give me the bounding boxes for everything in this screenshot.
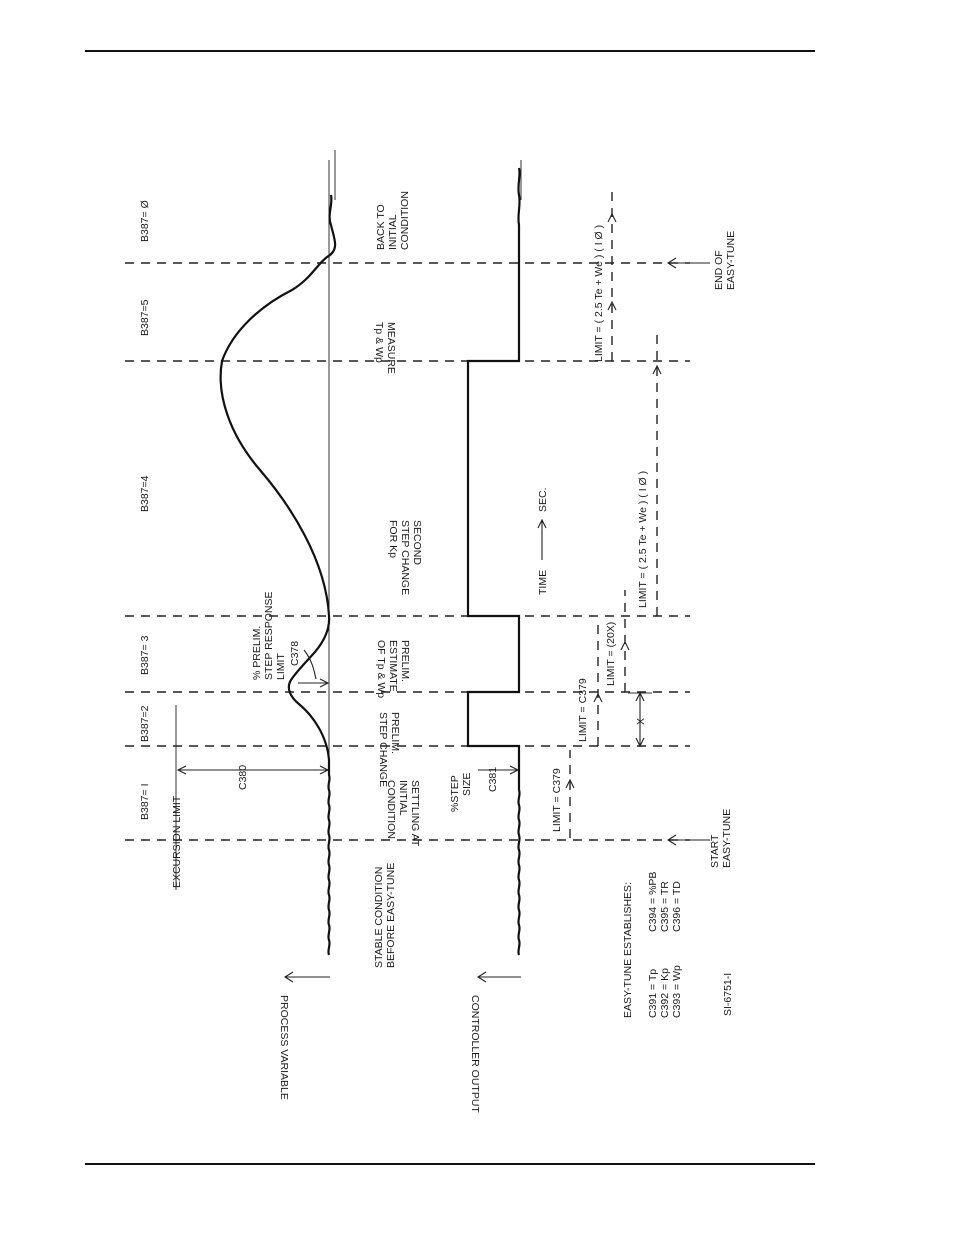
c378-leader-line (303, 649, 317, 680)
x-arrowhead-bottom (635, 737, 645, 748)
process-variable-curve (219, 194, 337, 956)
prelim-step-line-1: PRELIM. (389, 712, 401, 754)
stage-label-1: B387= I (139, 784, 151, 821)
legend-c392: C392 = Kp (659, 968, 671, 1018)
c380-label: C380 (237, 765, 249, 790)
end-line-1: END OF (713, 250, 725, 290)
settling-line-3: CONDITION (385, 780, 397, 839)
prelim-step-line-2: STEP CHANGE (377, 712, 389, 787)
prelim-estimate-line-1: PRELIM. (399, 640, 411, 682)
limit-c379-a-arrowhead (565, 778, 575, 789)
end-line-2: EASY-TUNE (725, 231, 737, 290)
c381-label: C381 (487, 767, 499, 792)
second-step-line-2: STEP CHANGE (399, 520, 411, 595)
settling-line-2: INITIAL (397, 780, 409, 816)
limit-c379-a-label: LIMIT = C379 (551, 768, 563, 832)
stable-line-2: BEFORE EASY-TUNE (385, 863, 397, 968)
top-rule (85, 50, 815, 52)
prelim-estimate-line-2: ESTIMATE (387, 640, 399, 692)
limit-b-label: LIMIT = ( 2.5 Te + We ) ( I Ø ) (593, 225, 605, 362)
measure-line-1: MEASURE (385, 322, 397, 374)
time-unit-label: SEC. (537, 487, 549, 512)
legend-c396: C396 = TD (671, 881, 683, 932)
limit-20x-label: LIMIT = (20X) (605, 622, 617, 686)
second-step-line-3: FOR Kp (387, 520, 399, 558)
time-arrowhead (537, 518, 547, 529)
step-size-line-2: SIZE (461, 773, 473, 796)
back-line-2: INITIAL (387, 214, 399, 250)
stable-line-1: STABLE CONDITION (373, 867, 385, 968)
limit-a-arrowhead (652, 364, 662, 375)
start-line-1: START (709, 834, 721, 868)
prelim-limit-line-1: % PRELIM. (251, 626, 263, 680)
prelim-estimate-line-3: OF Tp & Wp (375, 640, 387, 698)
controller-output-label: CONTROLLER OUTPUT (469, 995, 481, 1113)
limit-b-arrowhead (607, 212, 617, 223)
back-line-3: CONDITION (399, 191, 411, 250)
stage-label-2: B387=2 (139, 705, 151, 742)
stage-label-3: B387= 3 (139, 635, 151, 675)
time-label: TIME (537, 570, 549, 595)
bottom-rule (85, 1163, 815, 1165)
c378-label: C378 (289, 641, 301, 666)
controller-output-arrowhead (476, 971, 487, 983)
limit-c379-b-label: LIMIT = C379 (577, 678, 589, 742)
step-size-line-1: %STEP (449, 775, 461, 812)
limit-20x-arrowhead (620, 640, 630, 651)
limit-b-mid-arrowhead (607, 300, 617, 311)
legend-title: EASY-TUNE ESTABLISHES: (622, 882, 634, 1018)
process-variable-label: PROCESS VARIABLE (278, 995, 290, 1100)
x-label: X (635, 718, 647, 725)
excursion-limit-label: EXCURSION LIMIT (171, 795, 183, 888)
stage-label-0: B387= Ø (139, 200, 151, 242)
c381-arrowhead (509, 765, 520, 775)
stage-label-5: B387=5 (139, 299, 151, 336)
start-arrowhead (666, 834, 677, 846)
c378-arrowhead (319, 678, 330, 688)
start-line-2: EASY-TUNE (721, 809, 733, 868)
second-step-line-1: SECOND (411, 520, 423, 565)
controller-output-curve (466, 167, 521, 956)
legend-c393: C393 = Wp (671, 965, 683, 1018)
limit-c379-b-arrowhead (593, 692, 603, 703)
process-variable-arrowhead (283, 971, 294, 983)
figure-id: SI-6751-I (722, 973, 734, 1016)
settling-line-1: SETTLING AT (409, 780, 421, 847)
prelim-limit-line-2: STEP RESPONSE (263, 591, 275, 680)
c380-arrowhead-left (176, 765, 187, 775)
legend-c394: C394 = %PB (647, 872, 659, 932)
back-line-1: BACK TO (375, 204, 387, 250)
legend-c395: C395 = TR (659, 881, 671, 932)
measure-line-2: Tp & Wp (373, 322, 385, 363)
prelim-limit-line-3: LIMIT (275, 653, 287, 680)
legend-c391: C391 = Tp (647, 969, 659, 1018)
stage-label-4: B387=4 (139, 475, 151, 512)
limit-a-label: LIMIT = ( 2.5 Te + We ) ( I Ø ) (637, 471, 649, 608)
end-arrowhead (666, 257, 677, 269)
